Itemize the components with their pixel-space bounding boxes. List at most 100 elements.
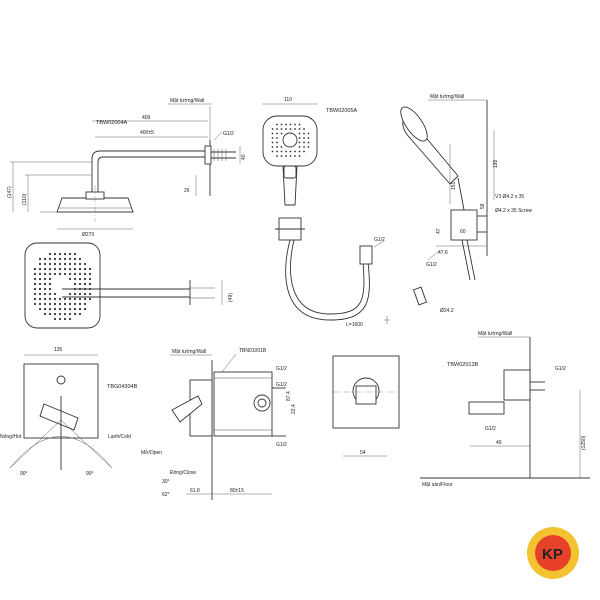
nozzle-dot [43, 267, 47, 271]
nozzle-dot [43, 287, 47, 291]
rough-in-port [253, 394, 271, 412]
shower-arm-bottom [97, 156, 205, 196]
dim-874: 87.4 [286, 391, 292, 401]
nozzle-dot [68, 262, 72, 266]
nozzle-dot [307, 137, 310, 139]
nozzle-dot [58, 312, 62, 316]
nozzle-dot [73, 262, 77, 266]
valve-lever-side [171, 395, 203, 423]
nozzle-dot [43, 292, 47, 296]
dim-62: 62° [162, 492, 170, 498]
nozzle-dot [63, 252, 67, 256]
nozzle-dot [48, 267, 52, 271]
nozzle-dot [53, 267, 57, 271]
nozzle-dot [73, 267, 77, 271]
nozzle-dot [303, 132, 305, 135]
nozzle-dot [298, 141, 301, 144]
nozzle-dot [58, 317, 62, 321]
elbow-side-view: TBW02013B Mặt tường/Wall G1/2 G1/2 49 Mặ… [420, 331, 590, 488]
nozzle-dot [276, 141, 278, 144]
nozzle-dot [280, 128, 283, 130]
nozzle-dot [73, 297, 77, 301]
nozzle-dot [68, 277, 72, 281]
nozzle-dot [53, 292, 57, 296]
nozzle-dot [88, 277, 92, 281]
rough-in-body [213, 371, 273, 437]
head-thread-label: G1/2 [223, 131, 234, 137]
nozzle-dot [78, 282, 82, 286]
nozzle-dot [43, 277, 47, 281]
nozzle-dot [271, 132, 274, 135]
dim-409: 409 [142, 115, 151, 121]
nozzle-dot [58, 302, 62, 306]
elbow-front-view: 54 [332, 355, 400, 457]
shower-head-side-view: Mặt tường/Wall 409 400±5 G1/2 40 (147) (… [7, 98, 247, 238]
logo-text: KP [542, 546, 563, 563]
nozzle-dot [48, 292, 52, 296]
rough-thread-2: G1/2 [276, 382, 287, 388]
floor-label: Mặt sàn/Floor [422, 482, 453, 488]
nozzle-dot [271, 141, 274, 144]
nozzle-dot [53, 297, 57, 301]
hand-shower-front-view: 110 TBW02005A G1/2 L=1600 [262, 97, 390, 328]
nozzle-dot [38, 307, 42, 311]
nozzle-dot [68, 272, 72, 276]
dim-151: 151 [451, 181, 457, 190]
nozzle-dot [83, 292, 87, 296]
hand-center-button [282, 132, 298, 148]
nozzle-dot [43, 297, 47, 301]
nozzle-dot [53, 317, 57, 321]
nozzle-dot [276, 128, 278, 130]
nozzle-dot [43, 257, 47, 261]
code-rough: TBN01001B [239, 348, 267, 354]
nozzle-dot [38, 282, 42, 286]
nozzle-dot [83, 282, 87, 286]
cold-label: Lạnh/Cold [108, 434, 131, 440]
side-hose-1 [461, 239, 471, 281]
nozzle-dot [63, 257, 67, 261]
nozzle-dot [53, 307, 57, 311]
dim-135: 135 [54, 347, 63, 353]
nozzle-dot [48, 282, 52, 286]
nozzle-dot [73, 312, 77, 316]
nozzle-dot [280, 123, 283, 126]
rough-thread-3: G1/2 [276, 442, 287, 448]
logo-inner [535, 535, 571, 571]
nozzle-dot [289, 123, 292, 126]
code-valve: TBG04304B [107, 384, 138, 390]
dim-195: 195 [493, 159, 499, 168]
nozzle-dot [63, 297, 67, 301]
nozzle-dot [285, 150, 287, 153]
nozzle-dot [58, 307, 62, 311]
nozzle-dot [43, 312, 47, 316]
valve-front-view: 135 TBG04304B Nóng/Hot Lạnh/Cold 90° 90° [0, 347, 138, 477]
nozzle-dot [280, 150, 283, 153]
nozzle-dot [285, 128, 287, 130]
hose-inner [290, 239, 365, 315]
nozzle-dot [48, 257, 52, 261]
nozzle-dot [289, 128, 292, 130]
nozzle-dot [33, 272, 37, 276]
nozzle-dot [53, 262, 57, 266]
nozzle-dot [53, 302, 57, 306]
nozzle-dot [58, 252, 62, 256]
nozzle-dot [303, 150, 305, 153]
elbow-thread-2: G1/2 [485, 426, 496, 432]
nozzle-dot [58, 262, 62, 266]
nozzle-dot [298, 146, 301, 148]
nozzle-dot [63, 307, 67, 311]
nozzle-dot [285, 123, 287, 126]
nozzle-dot [63, 267, 67, 271]
nozzle-dot [38, 277, 42, 281]
head-plan-outline [24, 242, 101, 329]
nozzle-dot [280, 146, 283, 148]
nozzle-dot [289, 150, 292, 153]
side-head [400, 106, 428, 142]
nozzle-dot [88, 292, 92, 296]
nozzle-dot [73, 307, 77, 311]
elbow-side-body [503, 369, 531, 401]
hose-outer [285, 239, 370, 321]
dim-400: 400±5 [140, 130, 154, 136]
screw-size: Ø4.2 x 35 Screw [495, 208, 532, 214]
